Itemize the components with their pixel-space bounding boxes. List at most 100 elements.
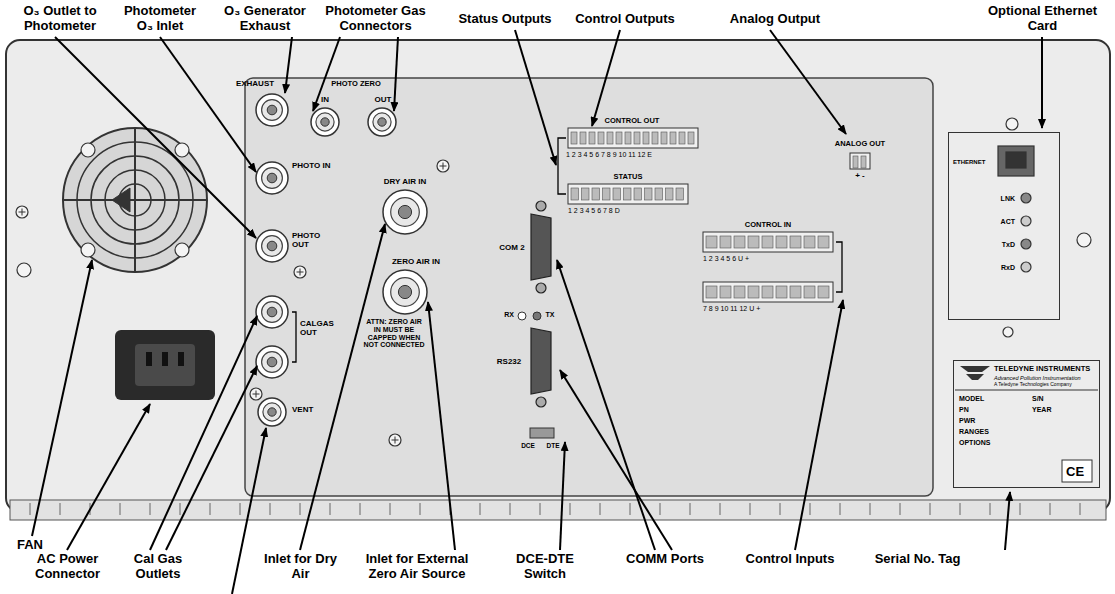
chassis-rib	[720, 503, 721, 515]
fitting-ring	[391, 198, 420, 227]
terminal-pin	[634, 188, 642, 200]
chassis-rib	[390, 503, 391, 515]
terminal-pin	[571, 188, 579, 200]
callout-label: Photometer O₃ Inlet	[115, 4, 205, 33]
panel-marking: 1 2 3 4 5 6 7 8 9 10 11 12 E	[566, 151, 702, 159]
serial-number-tag: TELEDYNE INSTRUMENTS Advanced Pollution I…	[953, 360, 1100, 488]
chassis-rib	[510, 503, 511, 515]
tag-text: TELEDYNE INSTRUMENTS	[994, 365, 1090, 373]
callout-label: Inlet for External Zero Air Source	[352, 552, 482, 581]
terminal-pin	[666, 188, 674, 200]
tag-text: Advanced Pollution Instrumentation	[994, 375, 1081, 381]
chassis-rib	[540, 503, 541, 515]
fitting-ring	[262, 302, 283, 323]
panel-marking: CONTROL OUT	[592, 117, 672, 125]
panel-marking: IN	[315, 96, 335, 105]
chassis-rib	[930, 503, 931, 515]
fitting-ring	[262, 352, 283, 373]
terminal-pin	[670, 132, 676, 144]
callout-label: Inlet for Dry Air	[258, 552, 343, 581]
chassis-rib	[270, 503, 271, 515]
terminal-pin	[598, 132, 604, 144]
chassis-rib	[750, 503, 751, 515]
fitting-bore	[267, 173, 277, 183]
terminal-pin	[625, 132, 631, 144]
chassis-rib	[1080, 503, 1081, 515]
terminal-pin	[706, 236, 717, 248]
fitting	[256, 346, 288, 378]
tag-text: S/N	[1032, 395, 1044, 403]
callout-label: Serial No. Tag	[850, 552, 985, 567]
fitting	[256, 296, 288, 328]
fitting-bore	[268, 408, 276, 416]
chassis-rib	[150, 503, 151, 515]
tag-text: LNK	[955, 195, 1015, 203]
callout-label: Analog Output	[715, 12, 835, 27]
fitting-bore	[267, 357, 277, 367]
panel-marking: PHOTO OUT	[292, 232, 332, 250]
fitting	[383, 190, 427, 234]
fitting-bore	[378, 118, 386, 126]
chassis-rib	[420, 503, 421, 515]
terminal-pin	[571, 132, 577, 144]
terminal-pin	[589, 132, 595, 144]
fitting-bore	[267, 105, 277, 115]
leader-lines	[32, 30, 1042, 594]
terminal-pin	[688, 132, 694, 144]
tag-text: TxD	[955, 241, 1015, 249]
terminal-pin	[734, 236, 745, 248]
tag-text: RxD	[955, 264, 1015, 272]
callout-label: Control Inputs	[730, 552, 850, 567]
terminal-pin	[790, 236, 801, 248]
callout-label: Control Outputs	[565, 12, 685, 27]
chassis-rib	[570, 503, 571, 515]
callout-label: FAN	[5, 538, 55, 553]
panel-marking: STATUS	[598, 173, 658, 181]
chassis	[6, 40, 1110, 512]
chassis-rib	[60, 503, 61, 515]
chassis-rib	[840, 503, 841, 515]
panel-marking: 7 8 9 10 11 12 U +	[703, 305, 839, 313]
panel-marking: CONTROL IN	[728, 221, 808, 229]
terminal-pin	[603, 188, 611, 200]
tag-text: MODEL	[959, 395, 984, 403]
terminal-pin	[762, 286, 773, 298]
screw-slot	[443, 163, 444, 170]
screw-slot	[300, 269, 301, 276]
callout-label: COMM Ports	[600, 552, 730, 567]
chassis-rib	[960, 503, 961, 515]
panel-marking: CALGAS OUT	[300, 320, 340, 338]
chassis-rib	[780, 503, 781, 515]
terminal-pin	[624, 188, 632, 200]
ethernet-card-parts	[998, 118, 1091, 337]
serial-tag-logo	[955, 366, 1098, 482]
screw	[16, 206, 28, 218]
fitting	[256, 162, 288, 194]
panel-marking: DCE	[518, 442, 538, 449]
tag-text: PWR	[959, 417, 975, 425]
fitting	[368, 108, 396, 136]
terminal-pin	[762, 236, 773, 248]
db9-ports	[531, 201, 551, 407]
callout-label: Cal Gas Outlets	[118, 552, 198, 581]
chassis-rib	[480, 503, 481, 515]
screw-slot	[395, 437, 396, 444]
terminal-pin	[804, 286, 815, 298]
terminal-pin	[652, 132, 658, 144]
screw	[294, 266, 306, 278]
terminal-pin	[661, 132, 667, 144]
chassis-rib	[990, 503, 991, 515]
terminal-pin	[818, 236, 829, 248]
chassis-rib	[360, 503, 361, 515]
terminal-pin	[679, 132, 685, 144]
fitting	[311, 108, 339, 136]
fitting-bore	[267, 307, 277, 317]
terminal-pin	[613, 188, 621, 200]
fitting	[256, 230, 288, 262]
panel-marking: RS232	[490, 358, 528, 367]
fitting-ring	[391, 278, 420, 307]
fan-screws	[17, 143, 189, 277]
terminal-pin	[643, 132, 649, 144]
panel-marking: COM 2	[496, 244, 528, 253]
